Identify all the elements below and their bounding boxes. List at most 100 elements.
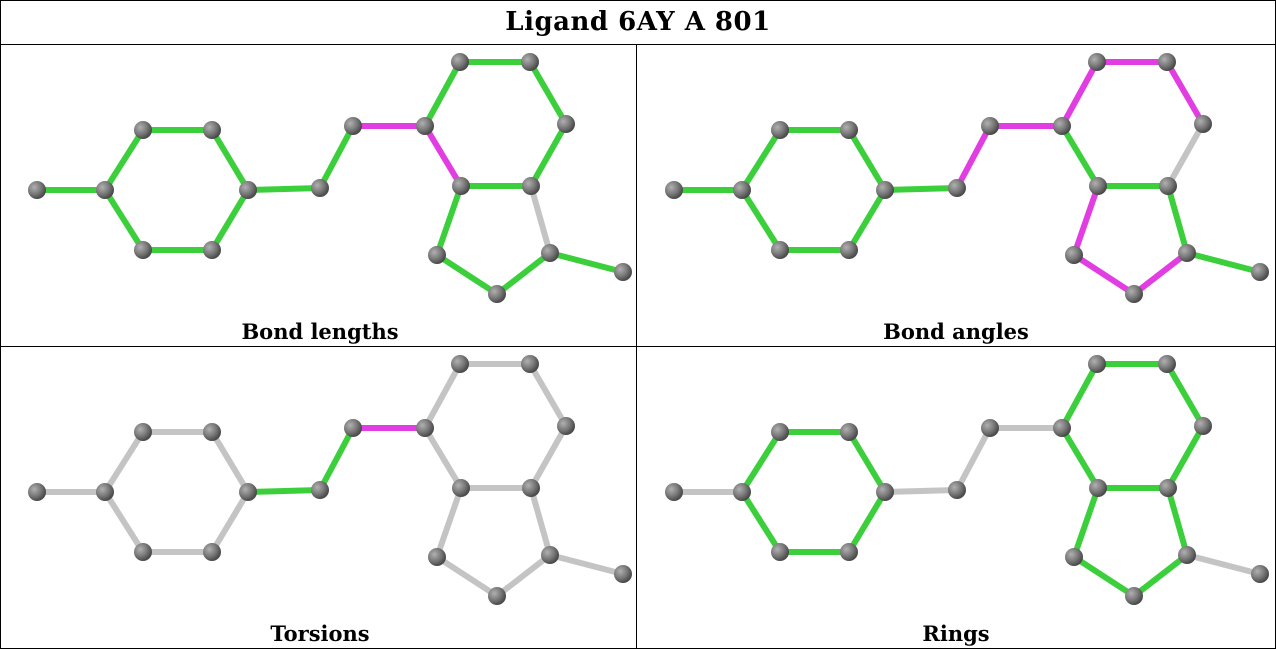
torsions-atom-C8 bbox=[311, 481, 329, 499]
bond-lengths-atom-C16 bbox=[428, 246, 446, 264]
bond-angles-atom-C6 bbox=[840, 241, 858, 259]
bond-lengths-atom-C9 bbox=[344, 117, 362, 135]
bond-lengths-bond-C5-C6 bbox=[209, 187, 251, 253]
torsions-atom-C16 bbox=[428, 548, 446, 566]
rings-atom-C8 bbox=[948, 481, 966, 499]
bond-angles-atom-C4 bbox=[840, 121, 858, 139]
rings-bond-C18-C19 bbox=[1184, 552, 1263, 577]
torsions-atom-C14 bbox=[522, 479, 540, 497]
torsions-atom-C17 bbox=[488, 587, 506, 605]
torsions-bond-C15-C10 bbox=[422, 425, 464, 491]
torsions-bond-C7-C2 bbox=[102, 489, 146, 555]
torsions-bond-C18-C19 bbox=[547, 552, 626, 577]
bond-angles-atom-C5 bbox=[876, 181, 894, 199]
torsions-bond-C5-C8 bbox=[245, 487, 323, 495]
torsions-bond-C4-C5 bbox=[209, 429, 251, 495]
bond-lengths-atom-C4 bbox=[203, 121, 221, 139]
bond-lengths-atom-C19 bbox=[614, 263, 632, 281]
rings-bond-C5-C6 bbox=[846, 489, 888, 555]
bond-lengths-atom-C15 bbox=[452, 177, 470, 195]
rings-atom-C13 bbox=[1194, 417, 1212, 435]
torsions-atom-C6 bbox=[203, 543, 221, 561]
rings-atom-C19 bbox=[1251, 565, 1269, 583]
caption-torsions: Torsions bbox=[270, 620, 370, 646]
torsions-atom-C13 bbox=[557, 417, 575, 435]
torsions-atom-C3 bbox=[134, 423, 152, 441]
torsions-atom-C10 bbox=[416, 419, 434, 437]
torsions-atom-C1 bbox=[28, 483, 46, 501]
bond-lengths-atom-C18 bbox=[541, 244, 559, 262]
bond-lengths-atom-C11 bbox=[451, 53, 469, 71]
bond-lengths-bond-C4-C5 bbox=[209, 127, 251, 193]
torsions-atom-C5 bbox=[239, 483, 257, 501]
torsions-bond-C15-C16 bbox=[434, 485, 464, 560]
bond-lengths-atom-C12 bbox=[521, 53, 539, 71]
torsions-atom-C18 bbox=[541, 546, 559, 564]
torsions-bond-C12-C13 bbox=[527, 361, 569, 429]
torsions-bond-C18-C14 bbox=[528, 485, 553, 558]
torsions-bond-C16-C17 bbox=[434, 554, 500, 599]
bond-lengths-bond-C10-C11 bbox=[422, 59, 463, 129]
bond-angles-bond-C5-C6 bbox=[846, 187, 888, 253]
bond-lengths-bond-C17-C18 bbox=[494, 250, 553, 297]
torsions-atom-C11 bbox=[451, 355, 469, 373]
bond-angles-atom-C8 bbox=[948, 179, 966, 197]
bond-angles-bond-C4-C5 bbox=[846, 127, 888, 193]
bond-angles-bond-C15-C16 bbox=[1071, 183, 1101, 258]
bond-angles-bond-C12-C13 bbox=[1164, 59, 1206, 127]
bond-lengths-bond-C12-C13 bbox=[527, 59, 569, 127]
bond-lengths-atom-C7 bbox=[134, 241, 152, 259]
bond-lengths-bond-C8-C9 bbox=[317, 123, 356, 191]
rings-bond-C18-C14 bbox=[1165, 485, 1190, 558]
torsions-bond-C10-C11 bbox=[422, 361, 463, 431]
torsions-bond-C2-C3 bbox=[102, 429, 146, 495]
bond-angles-bond-C10-C11 bbox=[1059, 59, 1100, 129]
torsions-bond-C13-C14 bbox=[528, 423, 569, 491]
bond-lengths-atom-C17 bbox=[488, 285, 506, 303]
torsions-atom-C15 bbox=[452, 479, 470, 497]
bond-lengths-atom-C13 bbox=[557, 115, 575, 133]
bond-angles-bond-C5-C8 bbox=[882, 185, 960, 193]
rings-bond-C17-C18 bbox=[1131, 552, 1190, 599]
rings-atom-C16 bbox=[1065, 548, 1083, 566]
torsions-bond-C17-C18 bbox=[494, 552, 553, 599]
bond-lengths-atom-C2 bbox=[96, 181, 114, 199]
bond-lengths-bond-C18-C19 bbox=[547, 250, 626, 275]
rings-atom-C6 bbox=[840, 543, 858, 561]
rings-atom-C5 bbox=[876, 483, 894, 501]
rings-bond-C12-C13 bbox=[1164, 361, 1206, 429]
rings-bond-C4-C5 bbox=[846, 429, 888, 495]
bond-angles-atom-C7 bbox=[771, 241, 789, 259]
bond-angles-bond-C17-C18 bbox=[1131, 250, 1190, 297]
bond-angles-atom-C11 bbox=[1088, 53, 1106, 71]
rings-bond-C7-C2 bbox=[739, 489, 783, 555]
bond-lengths-bond-C13-C14 bbox=[528, 121, 569, 189]
rings-atom-C2 bbox=[733, 483, 751, 501]
rings-bond-C13-C14 bbox=[1165, 423, 1206, 491]
rings-atom-C12 bbox=[1158, 355, 1176, 373]
torsions-bond-C5-C6 bbox=[209, 489, 251, 555]
rings-atom-C17 bbox=[1125, 587, 1143, 605]
rings-bond-C8-C9 bbox=[954, 425, 993, 493]
rings-bond-C5-C8 bbox=[882, 487, 960, 495]
bond-angles-bond-C13-C14 bbox=[1165, 121, 1206, 189]
bond-angles-bond-C2-C3 bbox=[739, 127, 783, 193]
torsions-atom-C7 bbox=[134, 543, 152, 561]
rings-atom-C11 bbox=[1088, 355, 1106, 373]
caption-bond-lengths: Bond lengths bbox=[241, 318, 399, 344]
rings-atom-C9 bbox=[981, 419, 999, 437]
rings-atom-C3 bbox=[771, 423, 789, 441]
rings-atom-C10 bbox=[1053, 419, 1071, 437]
rings-bond-C15-C10 bbox=[1059, 425, 1101, 491]
rings-bond-C10-C11 bbox=[1059, 361, 1100, 431]
bond-angles-atom-C16 bbox=[1065, 246, 1083, 264]
bond-lengths-bond-C2-C3 bbox=[102, 127, 146, 193]
torsions-atom-C12 bbox=[521, 355, 539, 373]
bond-lengths-bond-C15-C10 bbox=[422, 123, 464, 189]
caption-bond-angles: Bond angles bbox=[883, 318, 1029, 344]
bond-angles-atom-C1 bbox=[665, 181, 683, 199]
bond-lengths-atom-C1 bbox=[28, 181, 46, 199]
bond-angles-bond-C16-C17 bbox=[1071, 252, 1137, 297]
rings-atom-C18 bbox=[1178, 546, 1196, 564]
bond-angles-atom-C10 bbox=[1053, 117, 1071, 135]
